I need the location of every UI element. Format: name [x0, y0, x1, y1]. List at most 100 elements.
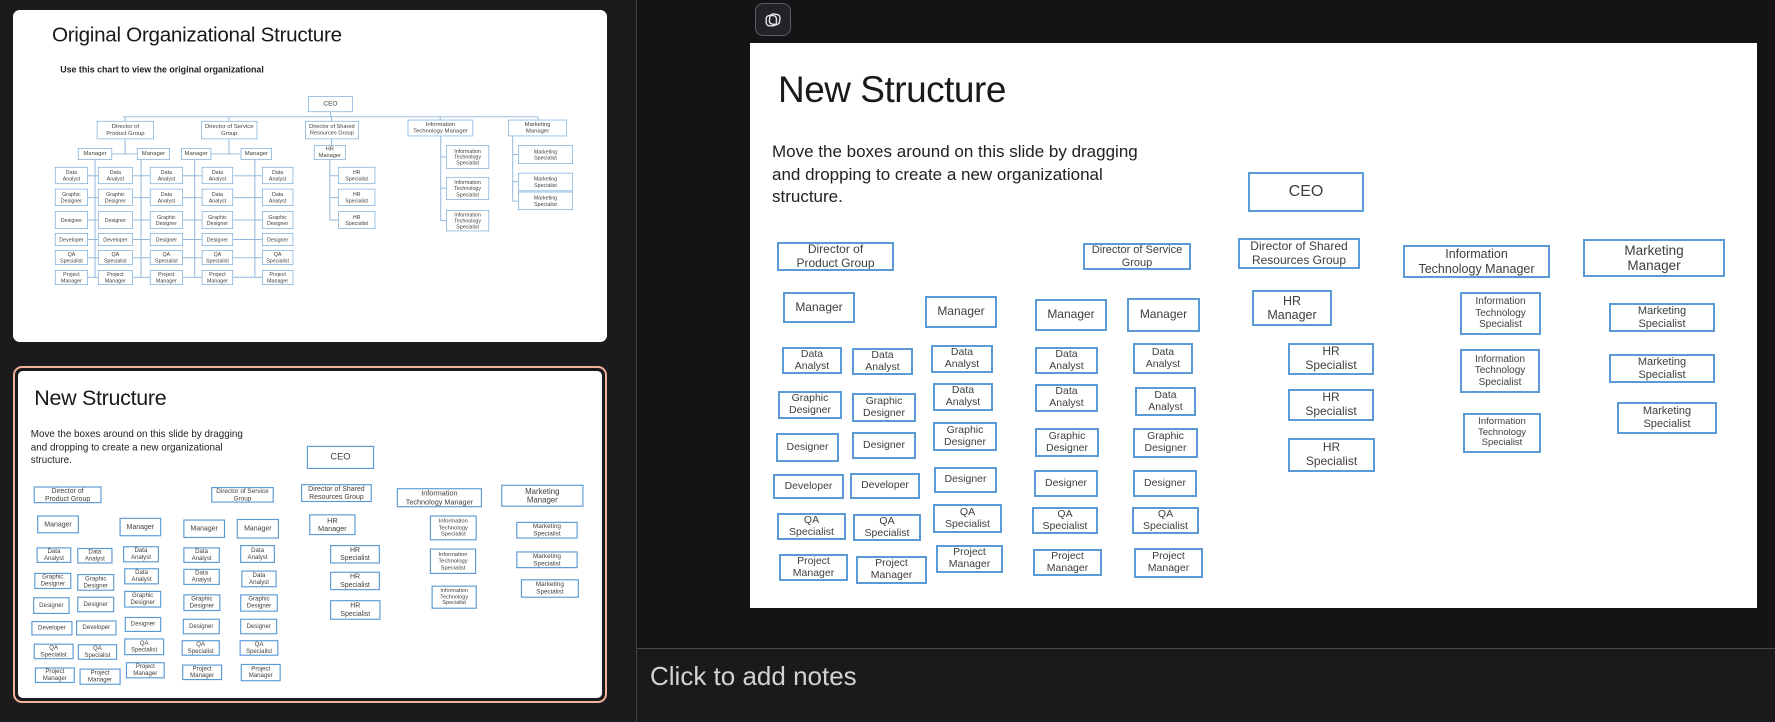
org-box-designer: Designer — [97, 211, 133, 229]
org-box-designer: Designer — [261, 233, 294, 246]
org-box-designer[interactable]: Designer — [852, 432, 916, 459]
org-box-developer: Developer — [31, 620, 73, 636]
slide-body-text: Move the boxes around on this slide by d… — [30, 428, 243, 466]
slide-title[interactable]: New Structure — [778, 69, 1006, 110]
org-box-designer[interactable]: Designer — [1034, 470, 1098, 497]
notes-area[interactable]: Click to add notes — [637, 649, 1775, 722]
org-box-manager: Manager — [119, 517, 162, 537]
org-box-developer[interactable]: Developer — [850, 473, 920, 499]
org-box-designer[interactable]: Designer — [934, 467, 997, 493]
org-box-manager[interactable]: Manager — [783, 292, 855, 323]
org-box-manager: Manager — [183, 519, 226, 539]
slide-body-text[interactable]: Move the boxes around on this slide by d… — [772, 142, 1138, 206]
notes-divider[interactable] — [637, 648, 1775, 649]
org-box-designer[interactable]: Designer — [776, 433, 839, 462]
org-box-ceo[interactable]: CEO — [1248, 172, 1364, 212]
org-box-ceo: CEO — [306, 445, 375, 470]
org-box-manager[interactable]: Manager — [1035, 299, 1107, 331]
org-box-designer[interactable]: Designer — [1133, 470, 1197, 497]
copilot-button[interactable] — [755, 3, 791, 36]
slide-title: Original Organizational Structure — [51, 22, 342, 46]
org-box-manager[interactable]: Manager — [1127, 298, 1200, 332]
org-box-designer: Designer — [54, 211, 88, 229]
panel-divider[interactable] — [636, 0, 637, 722]
org-box-developer[interactable]: Developer — [773, 474, 844, 499]
org-box-manager[interactable]: Manager — [925, 296, 997, 328]
